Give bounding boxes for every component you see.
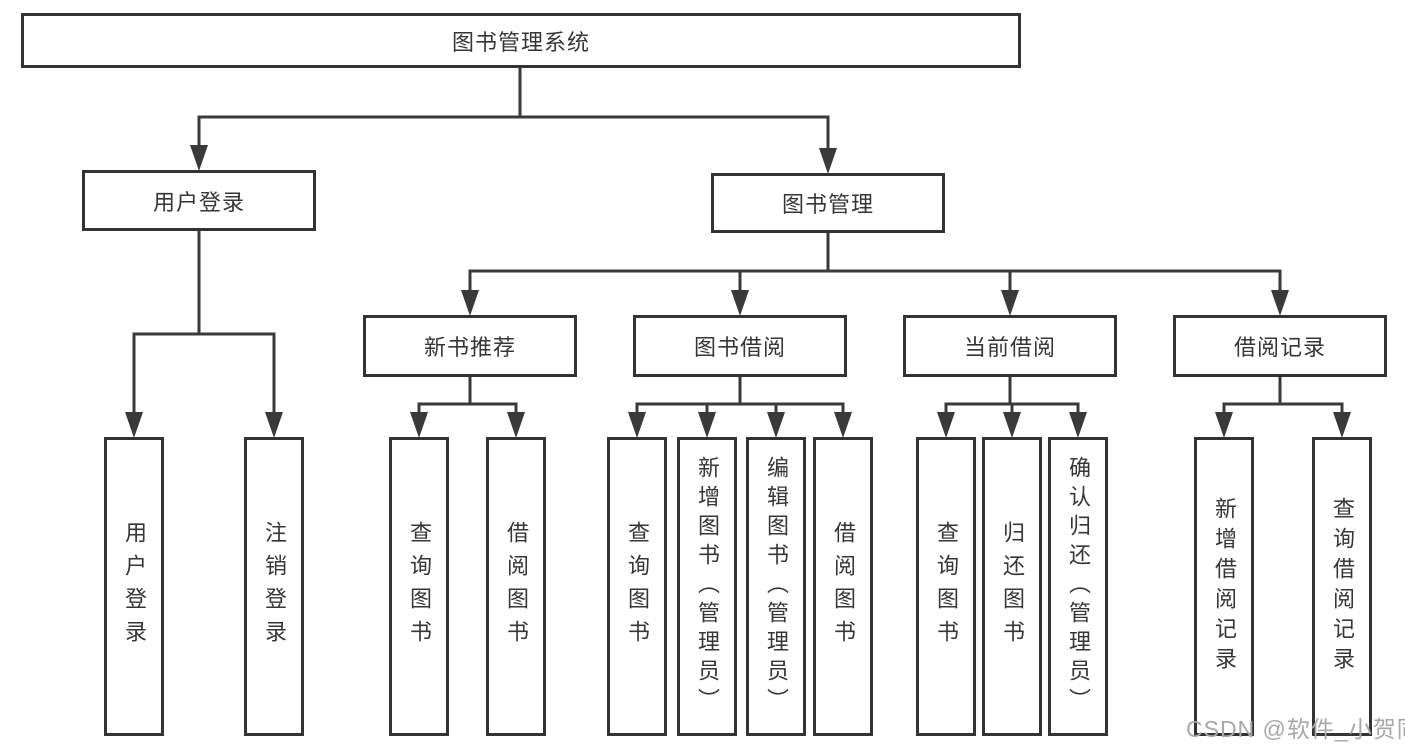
- node-user-login: 用户登录: [82, 170, 316, 231]
- leaf-borrow-books-recommend: 借阅图书: [486, 437, 546, 736]
- leaf-borrow-books: 借阅图书: [813, 437, 873, 736]
- node-book-borrow: 图书借阅: [633, 315, 847, 377]
- leaf-add-books-admin: 新增图书（管理员）: [677, 437, 737, 736]
- node-root-system: 图书管理系统: [21, 13, 1021, 68]
- watermark: CSDN @软件_小贺同学: [1186, 716, 1405, 742]
- leaf-query-books-recommend: 查询图书: [389, 437, 449, 736]
- leaf-confirm-return-admin: 确认归还（管理员）: [1048, 437, 1108, 736]
- leaf-user-login: 用户登录: [104, 437, 164, 736]
- node-new-book-recommend: 新书推荐: [363, 315, 577, 377]
- leaf-return-books: 归还图书: [982, 437, 1042, 736]
- node-borrow-records: 借阅记录: [1173, 315, 1387, 377]
- leaf-query-books-current: 查询图书: [916, 437, 976, 736]
- leaf-query-books-borrow: 查询图书: [607, 437, 667, 736]
- leaf-query-borrow-record: 查询借阅记录: [1312, 437, 1372, 736]
- leaf-logout: 注销登录: [244, 437, 304, 736]
- node-book-management: 图书管理: [711, 173, 945, 233]
- leaf-edit-books-admin: 编辑图书（管理员）: [746, 437, 806, 736]
- leaf-add-borrow-record: 新增借阅记录: [1194, 437, 1254, 736]
- node-current-borrow: 当前借阅: [903, 315, 1117, 377]
